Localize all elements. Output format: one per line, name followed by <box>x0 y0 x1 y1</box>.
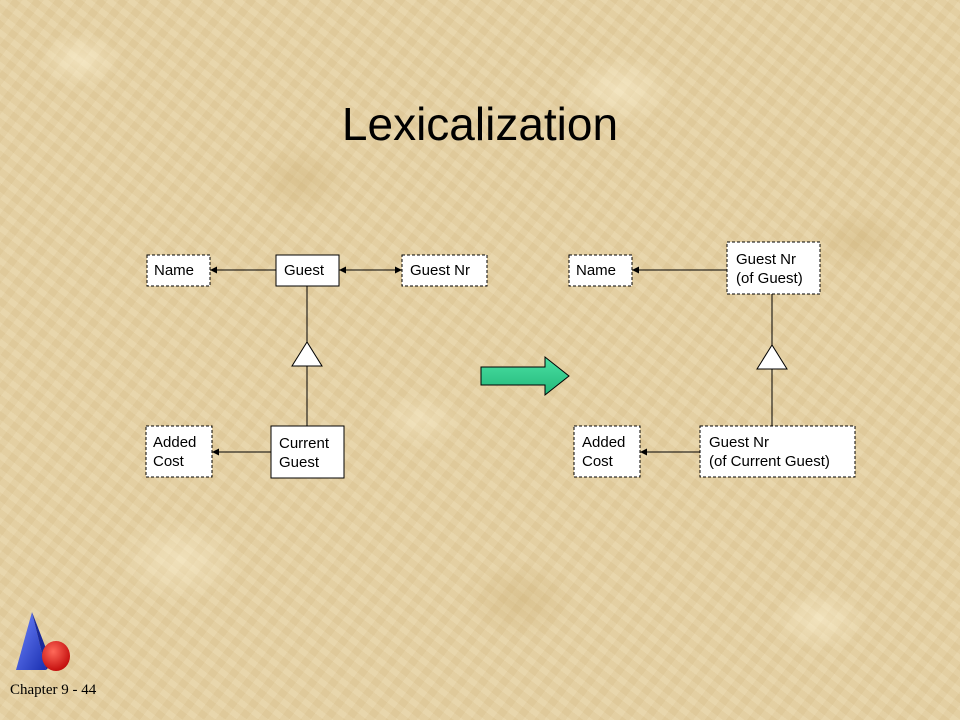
left-subtype-triangle <box>291 341 323 367</box>
left-current-guest-label-1: Current <box>279 435 330 452</box>
right-guest-nr-of-current-guest-box: Guest Nr (of Current Guest) <box>699 425 856 478</box>
right-guest-nr-of-guest-label-1: Guest Nr <box>736 251 796 268</box>
right-added-cost-label-1: Added <box>582 434 625 451</box>
right-name-box: Name <box>568 254 633 287</box>
right-name-label: Name <box>576 262 616 279</box>
left-guest-nr-box: Guest Nr <box>401 254 488 287</box>
left-guest-box: Guest <box>275 254 340 287</box>
right-subtype-triangle <box>756 344 788 370</box>
right-schema: Name Guest Nr (of Guest) Added Cost Gues… <box>568 241 856 478</box>
left-name-label: Name <box>154 262 194 279</box>
slide-title: Lexicalization <box>341 98 619 150</box>
right-added-cost-box: Added Cost <box>573 425 641 478</box>
left-added-cost-label-2: Cost <box>153 453 185 470</box>
left-schema: Name Guest Guest Nr Added Cost Current G… <box>145 254 488 479</box>
left-added-cost-box: Added Cost <box>145 425 213 478</box>
right-guest-nr-of-guest-box: Guest Nr (of Guest) <box>726 241 821 295</box>
left-added-cost-label-1: Added <box>153 434 196 451</box>
left-guest-nr-label: Guest Nr <box>410 262 470 279</box>
left-current-guest-box: Current Guest <box>270 425 345 479</box>
right-guest-nr-of-current-guest-label-2: (of Current Guest) <box>709 453 830 470</box>
left-guest-label: Guest <box>284 262 325 279</box>
left-name-box: Name <box>146 254 211 287</box>
slide-footer: Chapter 9 - 44 <box>10 682 97 698</box>
transform-arrow-icon <box>480 355 570 397</box>
slide-logo-icon <box>16 612 70 671</box>
right-guest-nr-of-current-guest-label-1: Guest Nr <box>709 434 769 451</box>
right-guest-nr-of-guest-label-2: (of Guest) <box>736 270 803 287</box>
left-current-guest-label-2: Guest <box>279 454 320 471</box>
right-added-cost-label-2: Cost <box>582 453 614 470</box>
